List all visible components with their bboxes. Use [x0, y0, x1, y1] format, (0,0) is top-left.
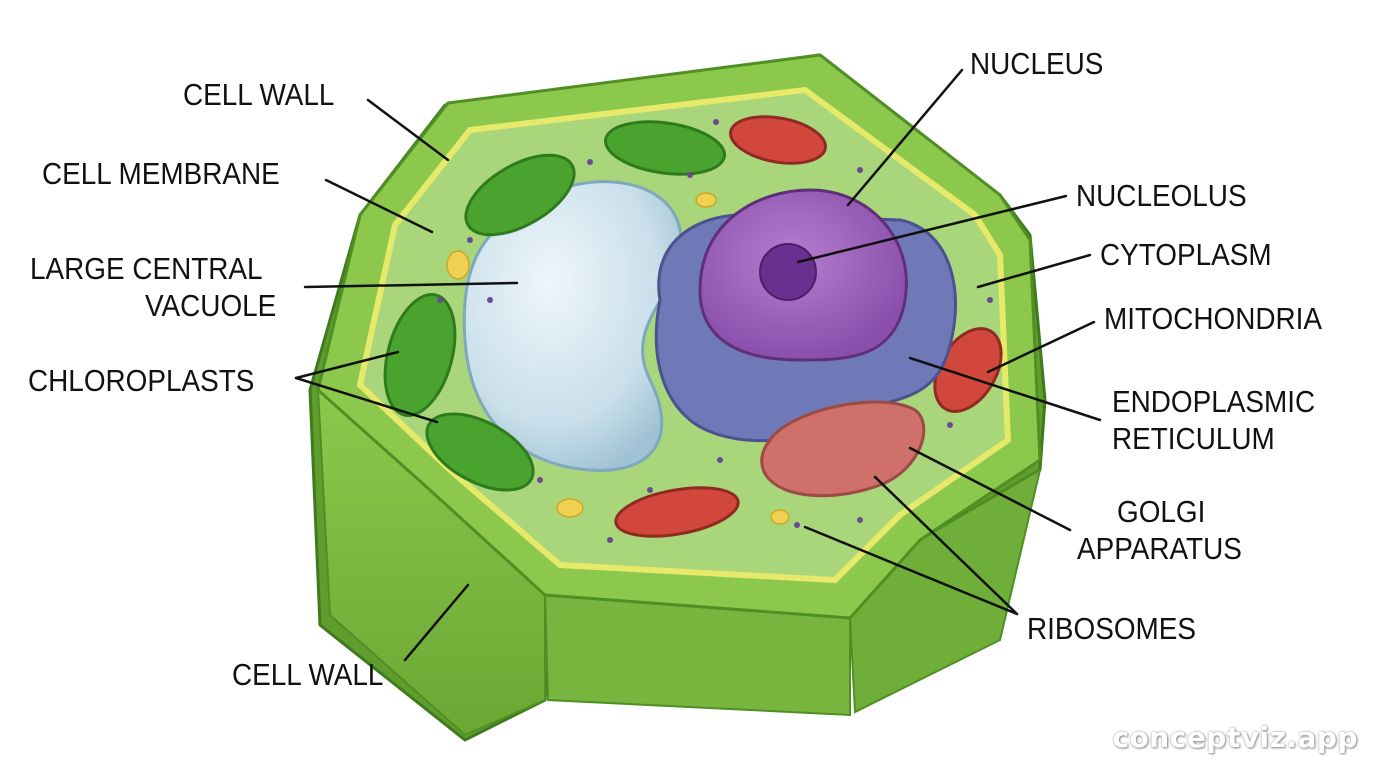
ribosomes	[437, 119, 993, 543]
label-cell-wall-top: CELL WALL	[183, 77, 335, 112]
leader-lines	[294, 68, 1102, 662]
label-ribosomes: RIBOSOMES	[1027, 611, 1196, 646]
label-nucleolus: NUCLEOLUS	[1076, 178, 1247, 213]
cytoplasm-granules	[446, 192, 790, 525]
mitochondria	[614, 115, 1003, 538]
label-golgi-line2: APPARATUS	[1077, 531, 1242, 566]
label-mitochondria: MITOCHONDRIA	[1104, 301, 1323, 336]
watermark-text: conceptviz.app	[1112, 721, 1358, 754]
chloroplasts	[383, 120, 727, 492]
label-golgi-line1: GOLGI	[1117, 494, 1206, 529]
golgi-apparatus	[760, 400, 926, 498]
nucleolus	[759, 243, 817, 301]
label-nucleus: NUCLEUS	[970, 46, 1104, 81]
label-cytoplasm: CYTOPLASM	[1100, 237, 1272, 272]
label-er-line2: RETICULUM	[1112, 421, 1275, 456]
nucleus	[698, 188, 908, 362]
label-er-line1: ENDOPLASMIC	[1112, 384, 1316, 419]
label-vacuole-line1: LARGE CENTRAL	[30, 251, 263, 286]
label-chloroplasts: CHLOROPLASTS	[28, 363, 255, 398]
label-cell-wall-bottom: CELL WALL	[232, 657, 384, 692]
label-cell-membrane: CELL MEMBRANE	[42, 156, 280, 191]
large-central-vacuole	[462, 180, 683, 472]
label-vacuole-line2: VACUOLE	[145, 288, 277, 323]
